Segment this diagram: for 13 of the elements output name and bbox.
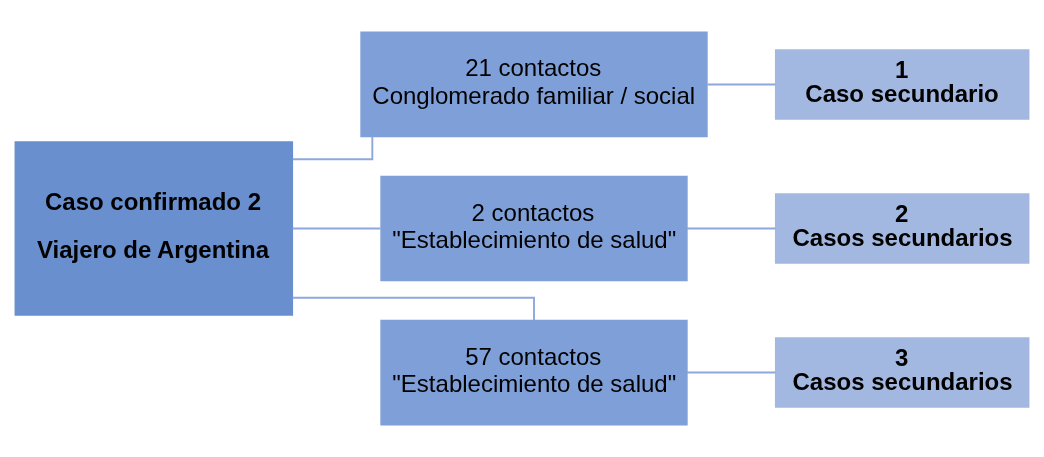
node-box: 21 contactos Conglomerado familiar / social xyxy=(360,31,708,138)
node-box: 2 Casos secundarios xyxy=(774,193,1030,264)
connector xyxy=(706,83,777,86)
node-box: 1 Caso secundario xyxy=(774,49,1030,120)
node-box: 3 Casos secundarios xyxy=(774,337,1030,408)
node-box: 2 contactos "Establecimiento de salud" xyxy=(380,175,688,282)
node-box: Caso confirmado 2 Viajero de Argentina xyxy=(14,141,294,316)
connector xyxy=(686,371,777,374)
connector xyxy=(686,227,777,230)
connector xyxy=(291,227,382,230)
connector xyxy=(291,135,374,161)
node-box: 57 contactos "Establecimiento de salud" xyxy=(380,319,688,426)
connector xyxy=(291,296,535,322)
